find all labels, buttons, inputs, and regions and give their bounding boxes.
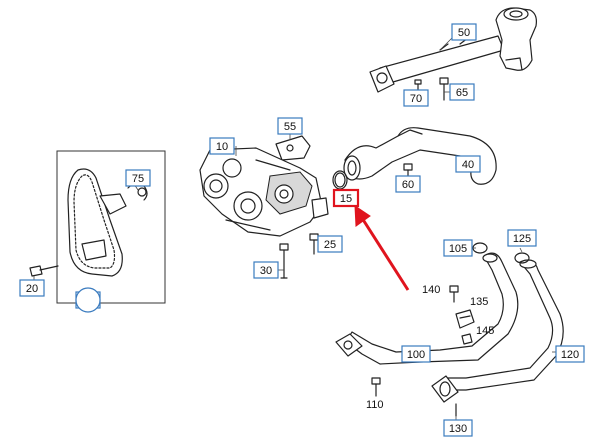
part-15-seal-ring xyxy=(332,170,348,190)
svg-text:70: 70 xyxy=(410,93,422,105)
callout-70[interactable]: 70 xyxy=(403,89,429,107)
svg-text:15: 15 xyxy=(340,193,352,205)
svg-text:75: 75 xyxy=(132,173,144,185)
callout-20[interactable]: 20 xyxy=(19,279,45,297)
callout-65[interactable]: 65 xyxy=(449,83,475,101)
part-130-connector xyxy=(431,375,459,417)
highlight-arrow xyxy=(354,205,410,291)
callout-130[interactable]: 130 xyxy=(443,419,473,437)
part-135-140-145-fasteners xyxy=(449,285,475,345)
part-125-seal xyxy=(514,252,530,264)
label-140[interactable]: 140 xyxy=(422,284,440,296)
label-110[interactable]: 110 xyxy=(366,399,384,411)
svg-text:10: 10 xyxy=(216,141,228,153)
svg-text:105: 105 xyxy=(449,243,467,255)
callout-120[interactable]: 120 xyxy=(555,345,585,363)
svg-text:100: 100 xyxy=(407,349,425,361)
part-50-oil-tube xyxy=(369,7,537,93)
svg-text:40: 40 xyxy=(462,159,474,171)
label-145[interactable]: 145 xyxy=(476,325,494,337)
svg-text:20: 20 xyxy=(26,283,38,295)
svg-text:25: 25 xyxy=(324,239,336,251)
callout-40[interactable]: 40 xyxy=(455,155,481,173)
svg-text:50: 50 xyxy=(458,27,470,39)
part-65-bolt xyxy=(439,77,449,101)
callout-15[interactable]: 15 xyxy=(332,188,360,208)
part-10-oil-pump xyxy=(199,147,329,237)
svg-text:130: 130 xyxy=(449,423,467,435)
svg-text:120: 120 xyxy=(561,349,579,361)
part-30-bolt xyxy=(279,243,289,279)
label-135[interactable]: 135 xyxy=(470,296,488,308)
part-25-bolt xyxy=(309,233,319,255)
callout-80-ring xyxy=(75,287,101,313)
callout-30[interactable]: 30 xyxy=(253,261,279,279)
svg-text:65: 65 xyxy=(456,87,468,99)
callout-60[interactable]: 60 xyxy=(395,175,421,193)
callout-55[interactable]: 55 xyxy=(277,117,303,135)
callout-50[interactable]: 50 xyxy=(451,23,477,41)
part-110-bolt xyxy=(371,377,381,397)
callout-10[interactable]: 10 xyxy=(209,137,235,155)
callout-25[interactable]: 25 xyxy=(317,235,343,253)
callout-100[interactable]: 100 xyxy=(401,345,431,363)
callout-105[interactable]: 105 xyxy=(443,239,473,257)
svg-text:60: 60 xyxy=(402,179,414,191)
part-100-oil-return-pipe xyxy=(335,252,519,365)
svg-text:55: 55 xyxy=(284,121,296,133)
svg-text:30: 30 xyxy=(260,265,272,277)
callout-75[interactable]: 75 xyxy=(125,169,151,187)
part-40-oil-pipe xyxy=(343,127,497,185)
part-55-cover xyxy=(275,135,311,161)
callout-125[interactable]: 125 xyxy=(507,229,537,247)
svg-text:125: 125 xyxy=(513,233,531,245)
